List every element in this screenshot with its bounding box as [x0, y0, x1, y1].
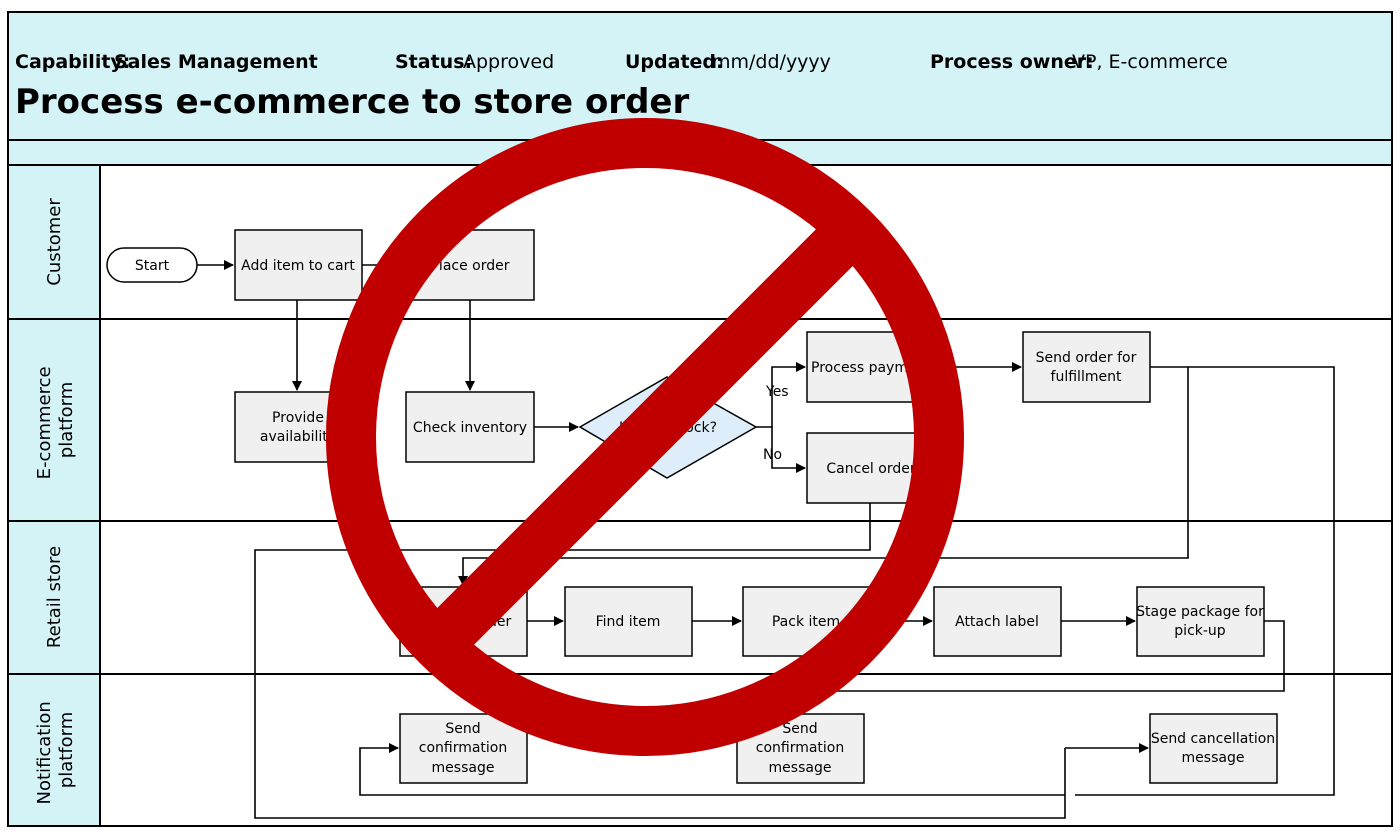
edge-fulfillment-to-notify	[1075, 366, 1335, 796]
node-check-inventory-label: Check inventory	[413, 420, 527, 436]
node-send-confirmation-2-label-1: Send	[782, 721, 817, 737]
node-send-cancellation: Send cancellation message	[1149, 713, 1278, 784]
node-check-inventory: Check inventory	[405, 391, 535, 463]
header-band	[7, 11, 1393, 141]
node-cancel-order-label: Cancel order	[826, 461, 915, 477]
node-place-order-label: Place order	[430, 258, 509, 274]
node-send-confirmation-1-label-1: Send	[445, 721, 480, 737]
prohibition-sign-icon	[326, 118, 964, 756]
prohibition-slash	[418, 210, 872, 664]
lane-label-ecommerce: E-commerce platform	[34, 361, 77, 480]
edge-cancel-down	[254, 503, 1066, 819]
node-add-item-label: Add item to cart	[241, 258, 355, 274]
node-attach-label: Attach label	[933, 586, 1062, 657]
node-send-confirmation-2-label-3: message	[769, 760, 832, 776]
node-process-payment-label: Process payment	[811, 360, 931, 376]
node-send-confirmation-2-label-2: confirmation	[756, 740, 845, 756]
status-label: Status:	[395, 51, 472, 73]
lane-label-retail: Retail store	[44, 546, 65, 648]
owner-label: Process owner:	[930, 51, 1094, 73]
prohibition-ring	[326, 118, 964, 756]
node-attach-label-label: Attach label	[955, 614, 1039, 630]
node-add-item: Add item to cart	[234, 229, 363, 301]
node-send-fulfillment: Send order for fulfillment	[1022, 331, 1151, 403]
node-pack-item-label: Pack item	[772, 614, 840, 630]
node-send-confirmation-1-label-3: message	[432, 760, 495, 776]
lane-label-bg-ecommerce	[7, 318, 101, 522]
node-stage-package-label-2: pick-up	[1174, 623, 1226, 639]
node-provide-availability-label-2: availability	[260, 429, 336, 445]
node-send-confirmation-1: Send confirmation message	[399, 713, 528, 784]
updated-value: mm/dd/yyyy	[712, 51, 831, 73]
edge-label-no: No	[763, 447, 782, 463]
edge-fulfillment-to-receive	[458, 366, 1189, 586]
updated-label: Updated:	[625, 51, 724, 73]
node-start: Start	[106, 247, 198, 283]
node-provide-availability-label-1: Provide	[272, 410, 324, 426]
capability-value: Sales Management	[114, 51, 318, 73]
node-stage-package: Stage package for pick-up	[1136, 586, 1265, 657]
edge-decision-no	[771, 427, 806, 473]
connectors	[197, 260, 1335, 819]
lane-label-bg-retail	[7, 520, 101, 675]
lane-label-customer: Customer	[44, 198, 65, 286]
node-start-label: Start	[135, 258, 170, 274]
lane-label-bg-notification	[7, 673, 101, 827]
node-find-item-label: Find item	[596, 614, 661, 630]
status-value: Approved	[463, 51, 554, 73]
node-send-fulfillment-label-2: fulfillment	[1051, 369, 1122, 385]
lane-label-bg-customer	[7, 164, 101, 320]
capability-label: Capability:	[15, 51, 130, 73]
node-send-cancellation-label-2: message	[1182, 750, 1245, 766]
edge-label-yes: Yes	[765, 384, 789, 400]
node-stage-package-label-1: Stage package for	[1136, 604, 1264, 620]
node-find-item: Find item	[564, 586, 693, 657]
node-send-cancellation-label-1: Send cancellation	[1151, 731, 1275, 747]
lane-customer	[7, 164, 1393, 320]
edge-decision-yes	[756, 362, 806, 428]
page-title: Process e-commerce to store order	[15, 82, 689, 122]
lane-label-notification: Notification platform	[34, 695, 77, 804]
node-send-fulfillment-label-1: Send order for	[1036, 350, 1137, 366]
node-send-confirmation-1-label-2: confirmation	[419, 740, 508, 756]
owner-value: VP, E-commerce	[1072, 51, 1228, 73]
edge-loop-to-confirmation-1	[359, 743, 1065, 796]
